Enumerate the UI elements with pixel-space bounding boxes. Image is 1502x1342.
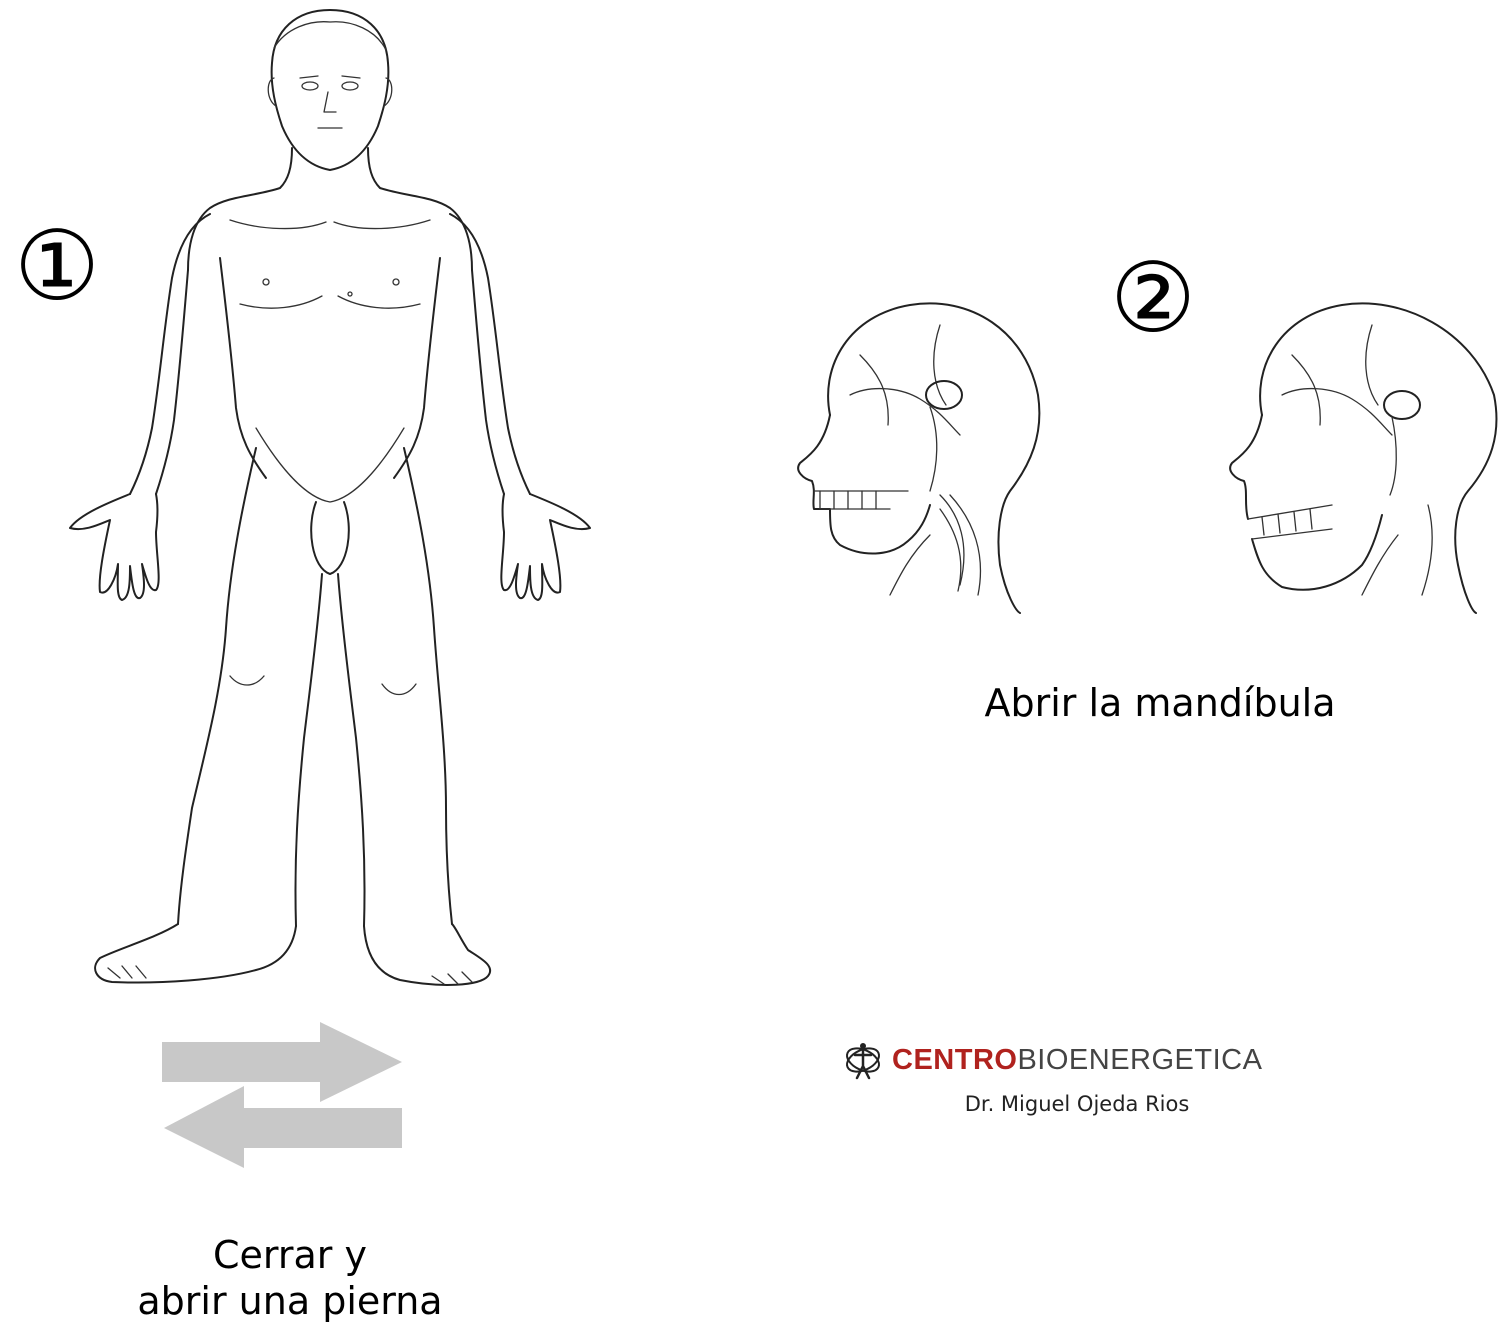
step-1-caption-line-1: Cerrar y (100, 1232, 480, 1278)
skull-jaw-closed-illustration (790, 295, 1050, 615)
figure-swirl-icon (842, 1040, 884, 1080)
arrow-right-icon (162, 1022, 402, 1102)
logo-brand-light: BIOENERGETICA (1017, 1044, 1262, 1077)
step-2-number: ② (1110, 250, 1196, 346)
step-1-caption-line-2: abrir una pierna (100, 1278, 480, 1324)
step-2-caption: Abrir la mandíbula (930, 680, 1390, 726)
logo-brand-bold: CENTRO (892, 1044, 1017, 1077)
arrow-left-icon (164, 1086, 402, 1168)
back-and-forth-arrows (160, 1020, 410, 1170)
logo-subtitle: Dr. Miguel Ojeda Rios (862, 1092, 1292, 1116)
step-1-caption: Cerrar y abrir una pierna (100, 1232, 480, 1324)
human-body-illustration (60, 8, 600, 1003)
skull-jaw-open-illustration (1222, 295, 1502, 615)
